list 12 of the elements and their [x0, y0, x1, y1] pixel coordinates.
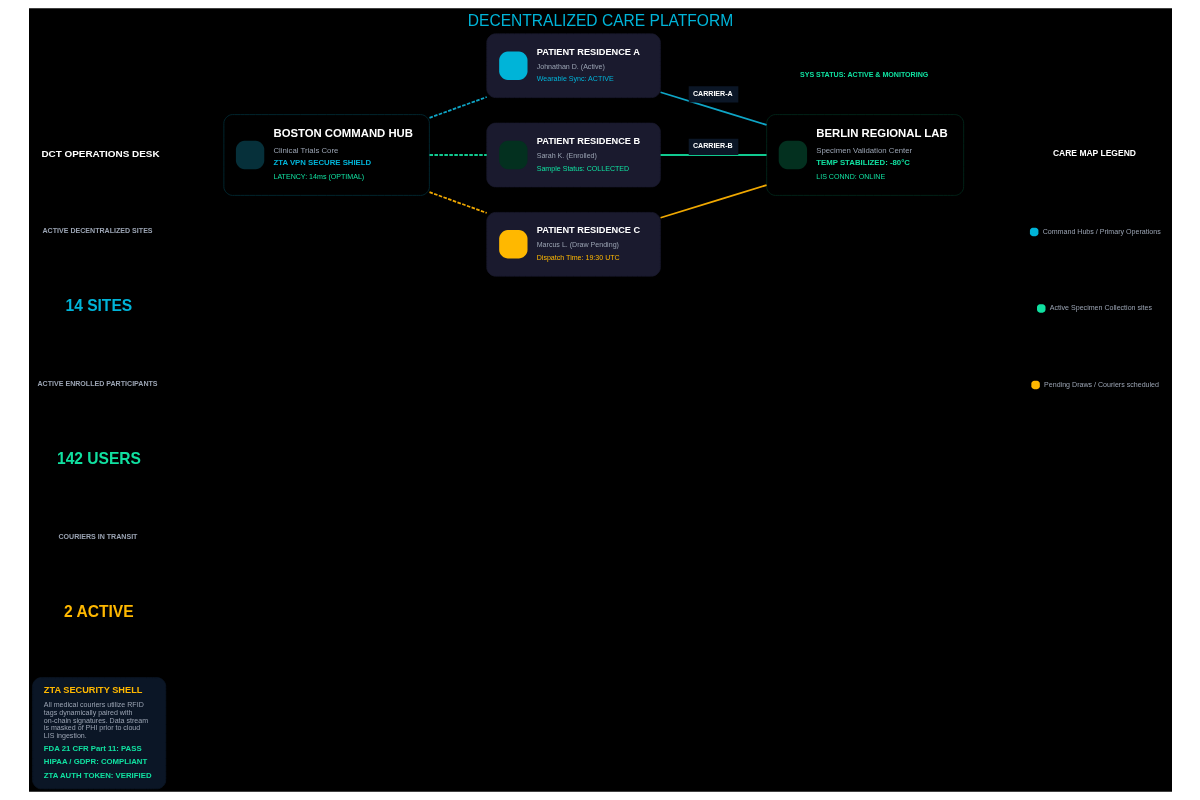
connector	[428, 191, 488, 214]
label: CARE MAP LEGEND	[1052, 148, 1136, 159]
connector	[428, 96, 488, 119]
connector	[659, 91, 767, 126]
connector	[428, 154, 488, 156]
connector	[659, 184, 767, 219]
connector	[659, 154, 767, 156]
diagram-title: DECENTRALIZED CARE PLATFORM	[467, 12, 733, 30]
label: 2 ACTIVE	[63, 603, 134, 621]
label: DCT OPERATIONS DESK	[40, 147, 160, 159]
label: 14 SITES	[64, 297, 132, 315]
label: 142 USERS	[56, 450, 141, 468]
